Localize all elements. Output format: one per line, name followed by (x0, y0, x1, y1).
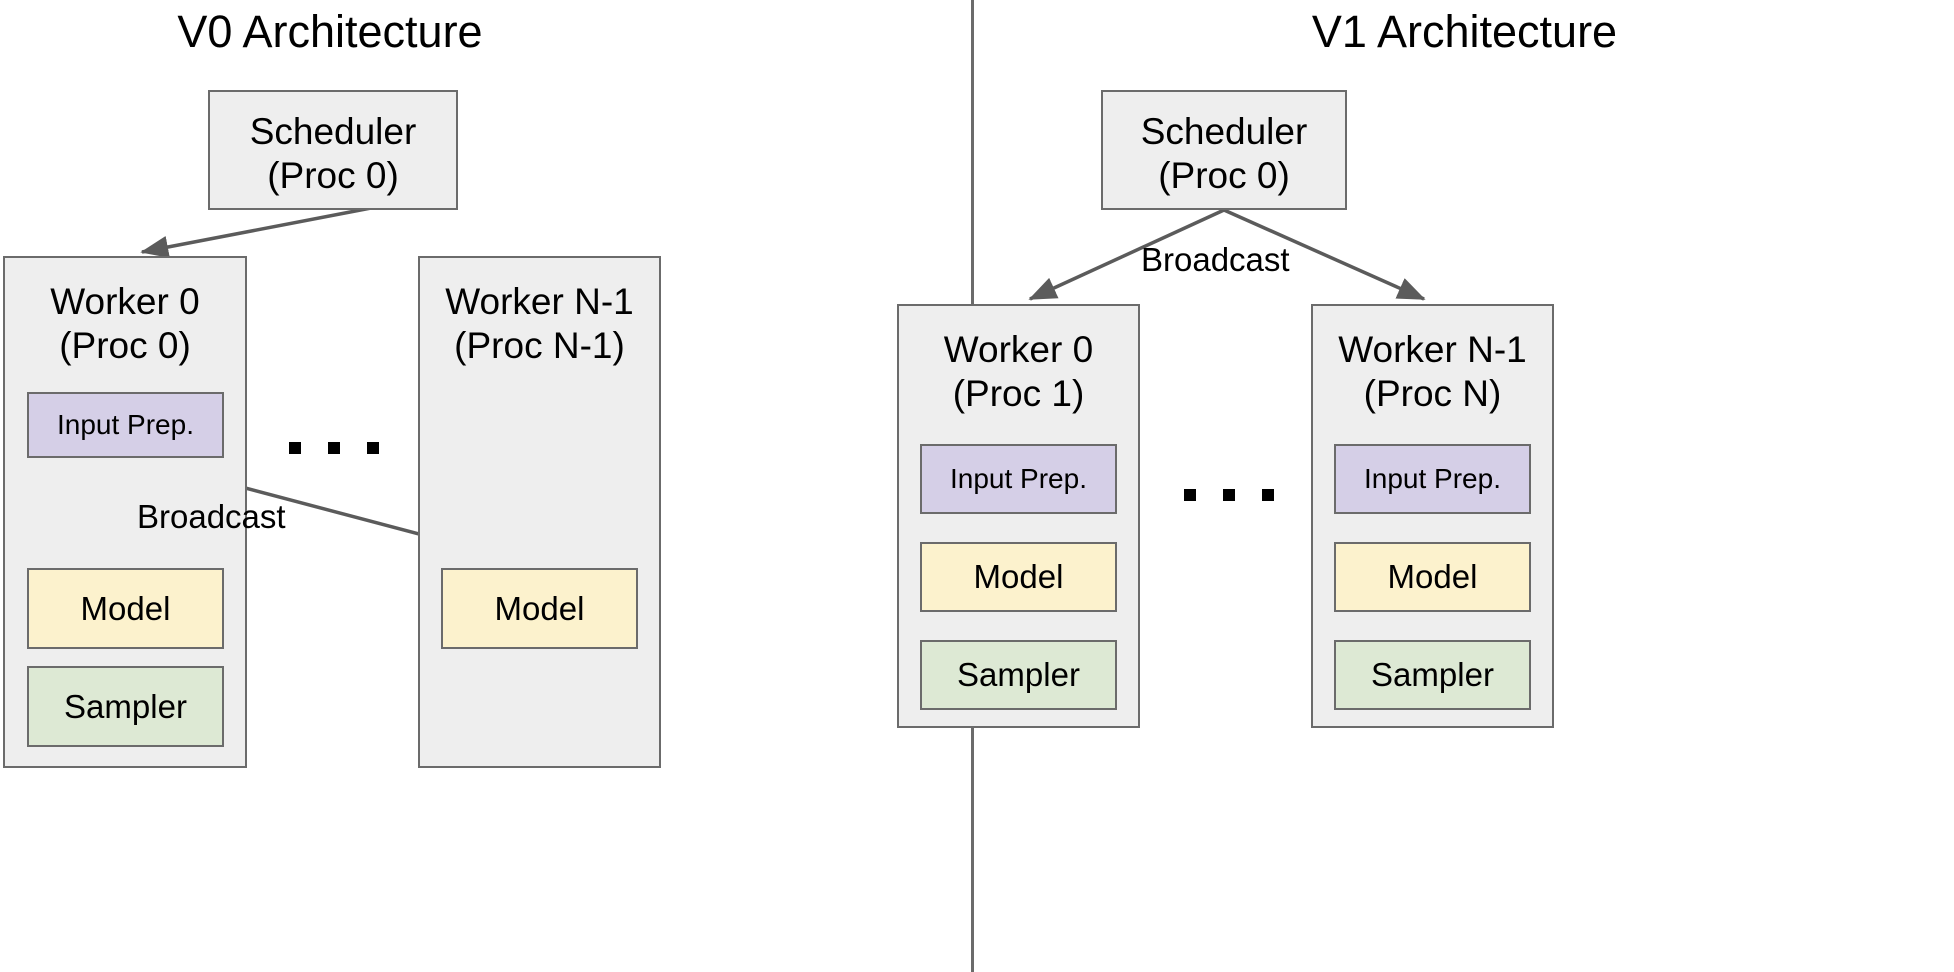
v1-ellipsis-dot-2 (1223, 489, 1235, 501)
v1-scheduler-label: Scheduler (Proc 0) (1140, 111, 1308, 196)
v0-worker-0-model[interactable]: Model (27, 568, 224, 649)
v0-worker-n-model[interactable]: Model (441, 568, 638, 649)
v0-panel-title: V0 Architecture (177, 6, 483, 57)
v1-ellipsis-dot-3 (1262, 489, 1274, 501)
v0-worker-0-sampler[interactable]: Sampler (27, 666, 224, 747)
v0-ellipsis (289, 442, 379, 454)
v1-worker-n-sampler[interactable]: Sampler (1334, 640, 1531, 710)
v0-worker-0-label: Worker 0 (Proc 0) (50, 281, 200, 366)
v1-worker-0-model[interactable]: Model (920, 542, 1117, 612)
v1-worker-0-input-prep-label: Input Prep. (950, 463, 1087, 494)
v0-worker-0-sampler-label: Sampler (64, 687, 187, 725)
v1-worker-n-input-prep[interactable]: Input Prep. (1334, 444, 1531, 514)
v1-worker-0-input-prep[interactable]: Input Prep. (920, 444, 1117, 514)
v0-ellipsis-dot-1 (289, 442, 301, 454)
v0-scheduler-label: Scheduler (Proc 0) (249, 111, 417, 196)
v1-worker-n-label: Worker N-1 (Proc N) (1338, 329, 1527, 414)
v1-worker-0-sampler-label: Sampler (957, 656, 1080, 693)
v0-worker-0-model-label: Model (80, 589, 171, 627)
v1-worker-0-label: Worker 0 (Proc 1) (943, 329, 1094, 414)
v1-broadcast-label: Broadcast (1141, 241, 1290, 278)
v0-worker-0-input-prep[interactable]: Input Prep. (27, 392, 224, 458)
v0-worker-n-label: Worker N-1 (Proc N-1) (445, 281, 634, 366)
v1-panel-title: V1 Architecture (1311, 6, 1618, 57)
v0-broadcast-label: Broadcast (137, 498, 286, 535)
v1-worker-0-model-label: Model (973, 558, 1064, 595)
v1-worker-n-input-prep-label: Input Prep. (1364, 463, 1501, 494)
v0-worker-n-box[interactable]: Worker N-1 (Proc N-1) (418, 256, 661, 768)
v1-ellipsis-dot-1 (1184, 489, 1196, 501)
v1-worker-n-sampler-label: Sampler (1371, 656, 1494, 693)
v0-ellipsis-dot-2 (328, 442, 340, 454)
v0-worker-n-model-label: Model (494, 589, 585, 627)
v1-worker-n-model[interactable]: Model (1334, 542, 1531, 612)
v1-ellipsis (1184, 489, 1274, 501)
v1-scheduler-box[interactable]: Scheduler (Proc 0) (1101, 90, 1347, 210)
v0-ellipsis-dot-3 (367, 442, 379, 454)
v0-worker-0-input-prep-label: Input Prep. (57, 409, 194, 440)
arrow-v0-scheduler-to-worker0 (140, 206, 372, 259)
v0-scheduler-box[interactable]: Scheduler (Proc 0) (208, 90, 458, 210)
v1-worker-0-sampler[interactable]: Sampler (920, 640, 1117, 710)
v1-worker-n-model-label: Model (1387, 558, 1478, 595)
